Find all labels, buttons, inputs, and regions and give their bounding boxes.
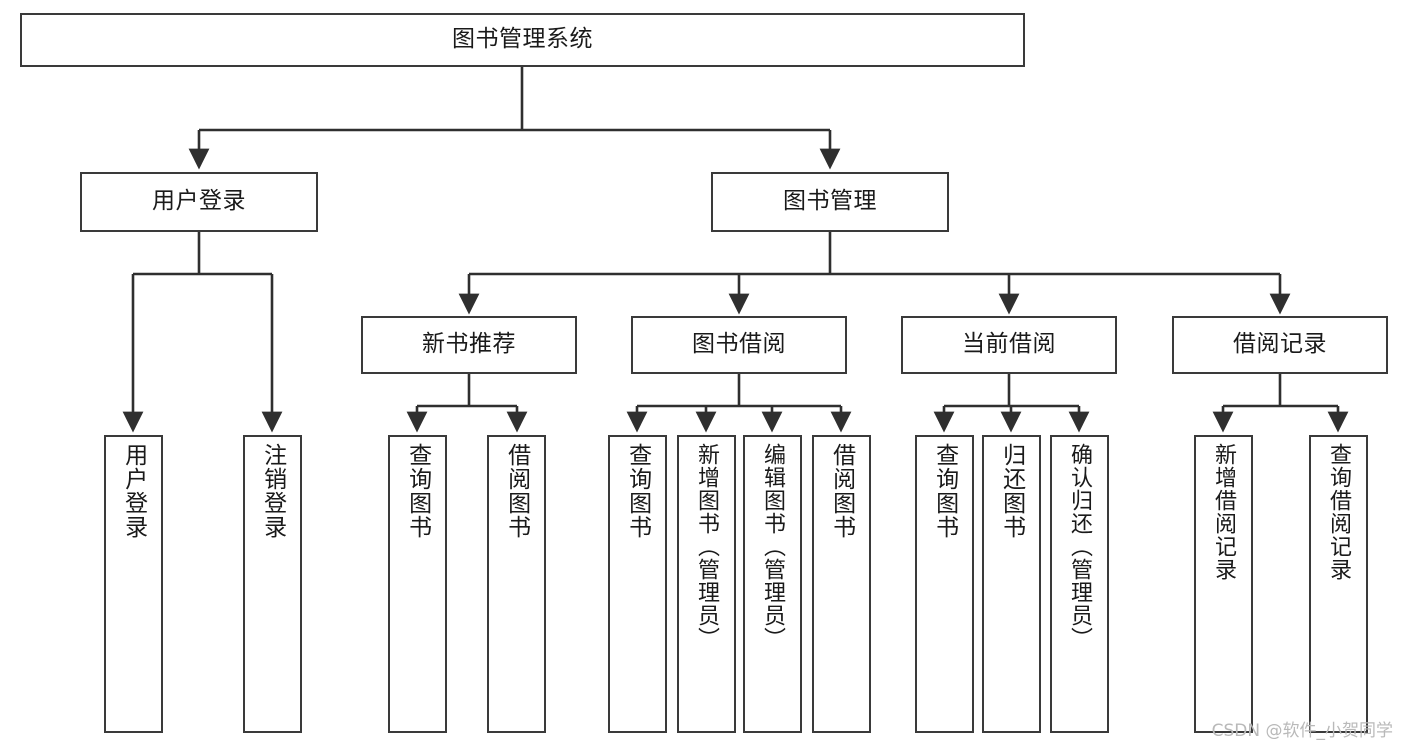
node-label: 查询图书 xyxy=(931,443,958,539)
node-book-borrow[interactable]: 图书借阅 xyxy=(631,316,847,374)
node-current-borrow[interactable]: 当前借阅 xyxy=(901,316,1117,374)
leaf-add-book-admin[interactable]: 新增图书（管理员） xyxy=(677,435,736,733)
leaf-borrow-books-newbooks[interactable]: 借阅图书 xyxy=(487,435,546,733)
node-label: 查询图书 xyxy=(404,443,431,539)
leaf-query-books-borrow[interactable]: 查询图书 xyxy=(608,435,667,733)
leaf-confirm-return-admin[interactable]: 确认归还（管理员） xyxy=(1050,435,1109,733)
node-label: 用户登录 xyxy=(152,188,246,215)
node-new-book-recommendation[interactable]: 新书推荐 xyxy=(361,316,577,374)
leaf-user-login[interactable]: 用户登录 xyxy=(104,435,163,733)
node-book-management[interactable]: 图书管理 xyxy=(711,172,949,232)
node-label: 新增图书（管理员） xyxy=(694,443,720,650)
node-root[interactable]: 图书管理系统 xyxy=(20,13,1025,67)
node-label: 图书借阅 xyxy=(692,331,786,358)
leaf-user-logout[interactable]: 注销登录 xyxy=(243,435,302,733)
node-label: 当前借阅 xyxy=(962,331,1056,358)
leaf-add-borrow-record[interactable]: 新增借阅记录 xyxy=(1194,435,1253,733)
node-label: 图书管理系统 xyxy=(452,26,593,53)
watermark: CSDN @软件_小贺同学 xyxy=(1211,721,1393,741)
node-label: 借阅图书 xyxy=(503,443,530,539)
node-label: 确认归还（管理员） xyxy=(1067,443,1093,650)
node-label: 图书管理 xyxy=(783,188,877,215)
node-label: 用户登录 xyxy=(120,443,147,539)
leaf-return-books[interactable]: 归还图书 xyxy=(982,435,1041,733)
leaf-borrow-books[interactable]: 借阅图书 xyxy=(812,435,871,733)
node-label: 新书推荐 xyxy=(422,331,516,358)
leaf-query-books-newbooks[interactable]: 查询图书 xyxy=(388,435,447,733)
node-user-login[interactable]: 用户登录 xyxy=(80,172,318,232)
node-label: 查询图书 xyxy=(624,443,651,539)
leaf-query-borrow-record[interactable]: 查询借阅记录 xyxy=(1309,435,1368,733)
node-label: 查询借阅记录 xyxy=(1326,443,1352,581)
node-label: 注销登录 xyxy=(259,443,286,539)
leaf-query-books-current[interactable]: 查询图书 xyxy=(915,435,974,733)
node-label: 归还图书 xyxy=(998,443,1025,539)
node-label: 编辑图书（管理员） xyxy=(760,443,786,650)
node-label: 借阅图书 xyxy=(828,443,855,539)
node-label: 新增借阅记录 xyxy=(1211,443,1237,581)
leaf-edit-book-admin[interactable]: 编辑图书（管理员） xyxy=(743,435,802,733)
node-label: 借阅记录 xyxy=(1233,331,1327,358)
node-borrow-records[interactable]: 借阅记录 xyxy=(1172,316,1388,374)
